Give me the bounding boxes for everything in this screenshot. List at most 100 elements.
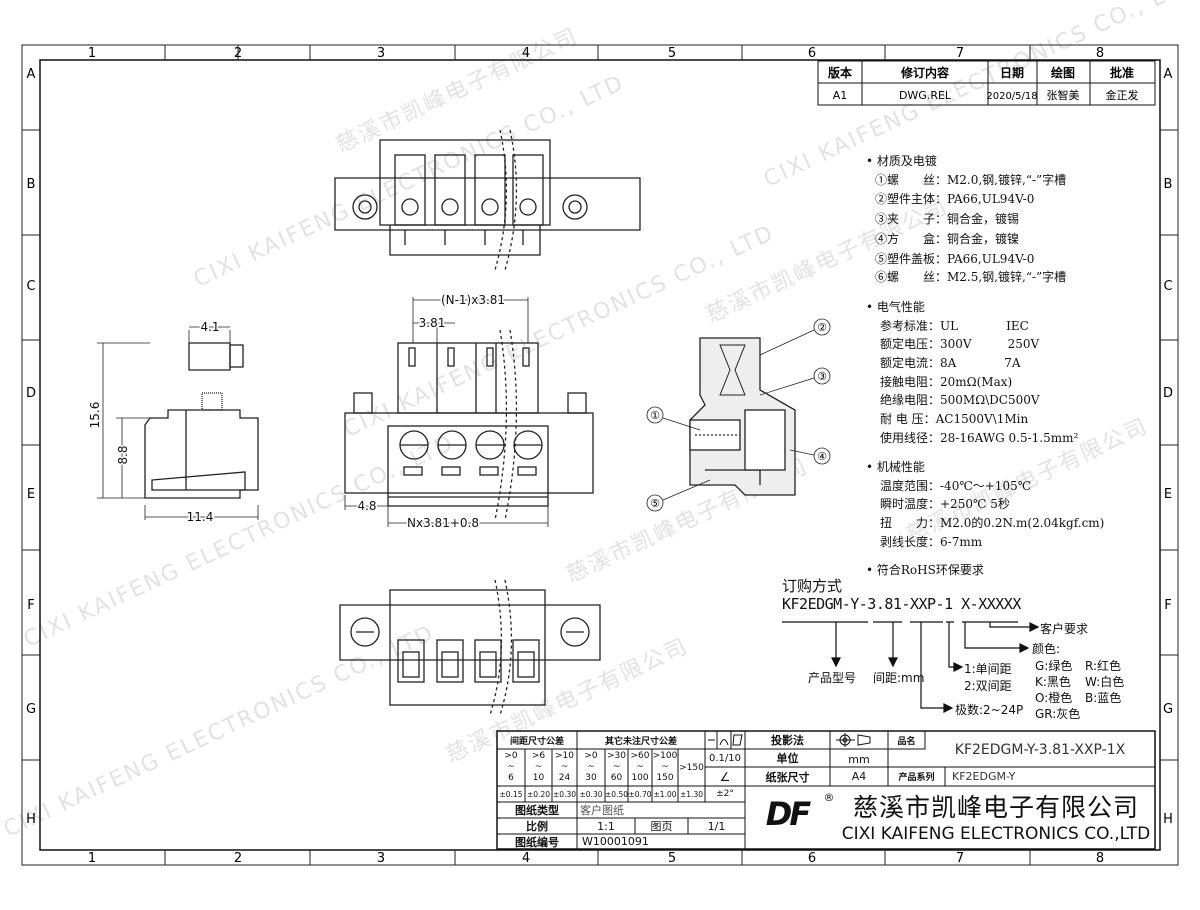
company-logo: DF [765,795,811,833]
mechanical-item: 瞬时温度：+250℃ 5秒 [880,497,1010,511]
rev-version: A1 [833,89,848,102]
materials-title: • 材质及电镀 [866,154,937,168]
electrical-item: 额定电压：300V 250V [880,337,1040,351]
col-label: 1 [88,46,96,61]
row-label: B [27,177,36,192]
dim-11-4: 11.4 [187,510,214,524]
page: 1/1 [707,819,726,833]
electrical-item: 耐 电 压：AC1500V\1Min [880,412,1029,426]
scale: 1:1 [597,819,615,833]
callout-1: ① [650,409,660,422]
rev-date: 2020/5/18 [986,91,1037,102]
col-label: 4 [522,851,530,866]
material-item: ①螺 丝：M2.0,钢,镀锌,“-”字槽 [875,173,1067,187]
row-label: H [26,812,36,827]
electrical-item: 接触电阻：20mΩ(Max) [880,375,1013,389]
front-view [344,329,594,521]
tolerance: ±0.15 [499,789,523,799]
col-label: 6 [808,851,816,866]
drawing-number-label: 图纸编号 [515,835,559,849]
scale-label: 比例 [526,820,548,833]
angle-tolerance: ±2° [716,789,734,799]
col-label: 5 [668,46,676,61]
front-dimensions [344,297,549,527]
row-label: F [1164,598,1171,613]
electrical-item: 绝缘电阻：500MΩ\DC500V [880,393,1040,407]
row-label: D [26,386,36,401]
range: >0 ~ 6 [504,751,518,783]
rev-content: DWG.REL [899,89,952,102]
electrical-title: • 电气性能 [866,300,925,314]
ordering-pitch: 间距:mm [873,671,925,685]
dim-15-6: 15.6 [88,402,102,429]
outer-frame [21,44,1179,866]
page-label: 图页 [650,820,673,833]
tolerance: ±0.50 [605,789,628,799]
row-label: F [27,598,34,613]
ordering-diagram [782,621,1040,713]
electrical-item: 额定电流：8A 7A [880,356,1021,370]
rev-approver: 金正发 [1106,88,1139,102]
col-label: 7 [956,46,964,61]
range: >0 ~ 30 [584,751,598,783]
tolerance: ±0.30 [579,789,603,799]
rev-header: 绘图 [1051,65,1075,80]
col-label: 8 [1096,46,1104,61]
ordering-customer: 客户要求 [1040,622,1089,636]
ordering-code: KF2EDGM-Y-3.81-XXP-1 X-XXXXX [782,595,1021,613]
ordering-color-title: 颜色: [1032,642,1061,656]
bottom-view [339,579,601,716]
color-option: G:绿色 [1035,659,1073,673]
row-label: G [1163,702,1173,717]
zone-labels: 1 2 3 4 5 6 7 8 1 2 3 4 5 6 7 8 A B C D … [26,46,1173,866]
electrical-item: 使用线径：28-16AWG 0.5-1.5mm² [880,431,1079,445]
col-label: 7 [956,851,964,866]
mechanical-item: 温度范围：-40℃～+105℃ [880,479,1032,493]
top-view [334,129,641,271]
row-label: D [1163,386,1173,401]
spacing-option: 2:双间距 [964,679,1012,693]
range: >150 [679,762,704,773]
callout-3: ③ [817,370,827,383]
row-label: G [26,702,36,717]
color-option: O:橙色 [1035,691,1073,705]
tolerance: ±1.30 [680,789,703,799]
tolerance: ±0.20 [527,789,550,799]
paper-label: 纸张尺寸 [765,770,810,784]
dim-8-8: 8.8 [116,445,130,464]
dim-edge: 4.8 [357,499,376,513]
range: >60 ~ 100 [630,751,650,783]
rohs-note: • 符合RoHS环保要求 [866,563,984,577]
mechanical-item: 扭 力：M2.0的0.2N.m(2.04kgf.cm) [880,516,1105,530]
col-label: 6 [808,46,816,61]
material-item: ③夹 子：铜合金，镀锡 [875,212,1020,226]
electrical-item: 参考标准：UL IEC [880,319,1029,333]
color-option: W:白色 [1085,675,1125,689]
range: >10 ~ 24 [555,751,574,783]
row-label: B [1164,177,1173,192]
product-name: KF2EDGM-Y-3.81-XXP-1X [954,742,1126,758]
side-view [144,342,259,499]
col-label: 3 [377,851,385,866]
inner-frame [39,59,1161,851]
title-block [496,730,1156,850]
col-label: 4 [522,46,530,61]
company-name-en: CIXI KAIFENG ELECTRONICS CO.,LTD [841,824,1151,844]
col-label: 3 [377,46,385,61]
tol-pitch-label: 间距尺寸公差 [509,736,564,747]
angle-symbol: ∠ [719,769,731,784]
tolerance: ±0.70 [628,789,652,799]
col-label: 1 [88,851,96,866]
spacing-option: 1:单间距 [964,662,1012,676]
side-dimensions [97,326,259,520]
form-symbols [708,733,871,747]
ordering-model: 产品型号 [808,671,857,685]
color-option: R:红色 [1085,659,1122,673]
rev-header: 版本 [828,65,852,80]
color-option: B:蓝色 [1085,691,1122,705]
material-item: ⑤塑件盖板：PA66,UL94V-0 [875,252,1035,266]
drawing-number: W10001091 [582,835,649,848]
row-label: C [26,279,35,294]
